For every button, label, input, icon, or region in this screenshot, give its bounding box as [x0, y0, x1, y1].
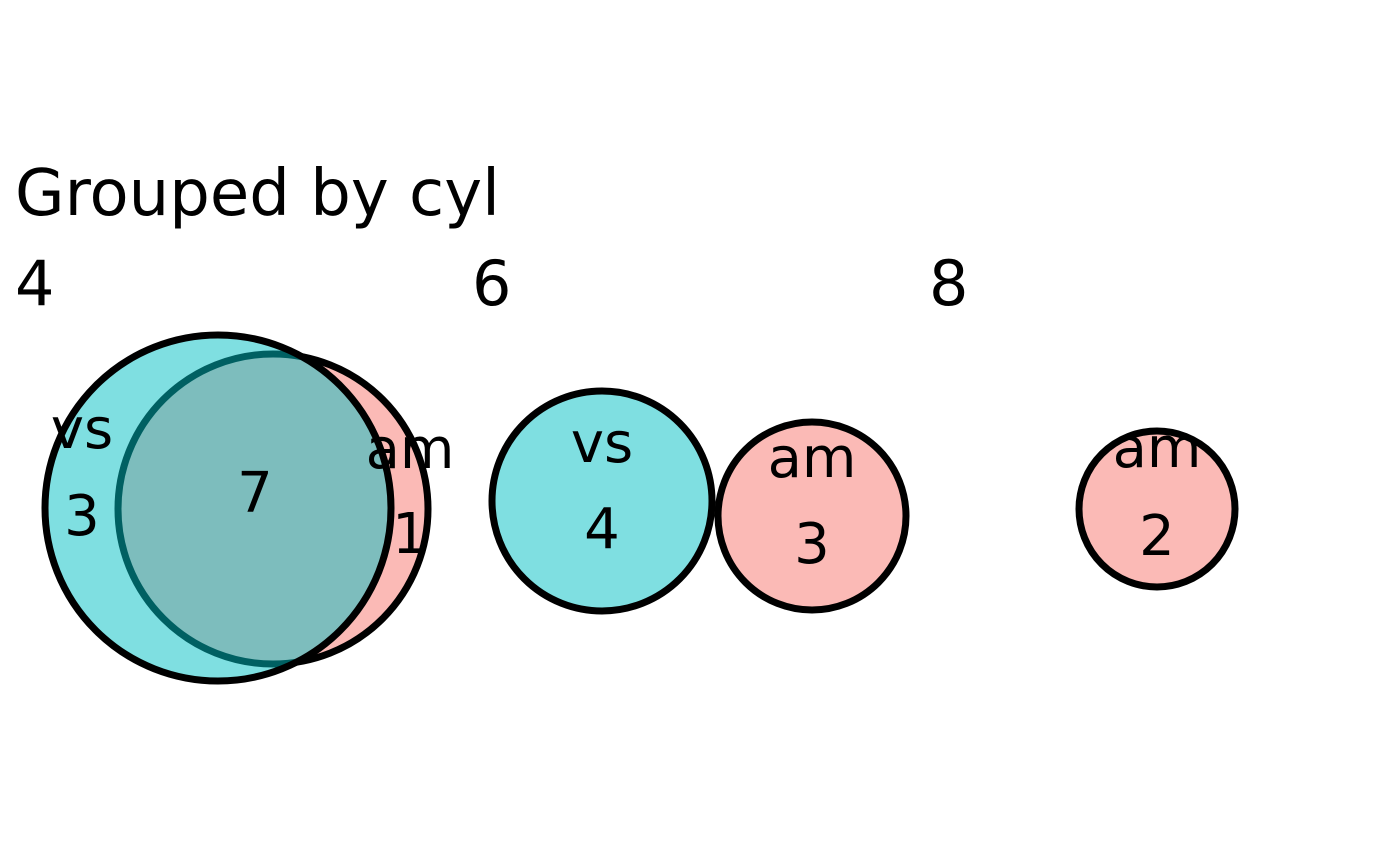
set-label-vs: vs [51, 397, 113, 462]
set-label-am: am [1113, 416, 1202, 481]
count-vs-only: 3 [64, 484, 100, 549]
plot-title: Grouped by cyl [15, 157, 500, 231]
set-circle-vs-cyl-6 [488, 387, 716, 615]
group-label-4: 4 [15, 247, 54, 320]
count-am-only: 3 [794, 512, 830, 577]
set-label-am: am [768, 426, 857, 491]
group-label-8: 8 [929, 247, 968, 320]
count-am-only: 1 [392, 502, 428, 567]
set-circle-vs-cyl-4 [41, 331, 395, 685]
set-circle-am-cyl-8 [1075, 427, 1239, 591]
group-label-6: 6 [472, 247, 511, 320]
set-label-vs: vs [571, 411, 633, 476]
count-vs-and-am: 7 [237, 461, 273, 526]
set-label-am: am [366, 417, 455, 482]
count-am-only: 2 [1139, 504, 1175, 569]
count-vs-only: 4 [584, 497, 620, 562]
set-circle-am-cyl-6 [714, 418, 910, 614]
